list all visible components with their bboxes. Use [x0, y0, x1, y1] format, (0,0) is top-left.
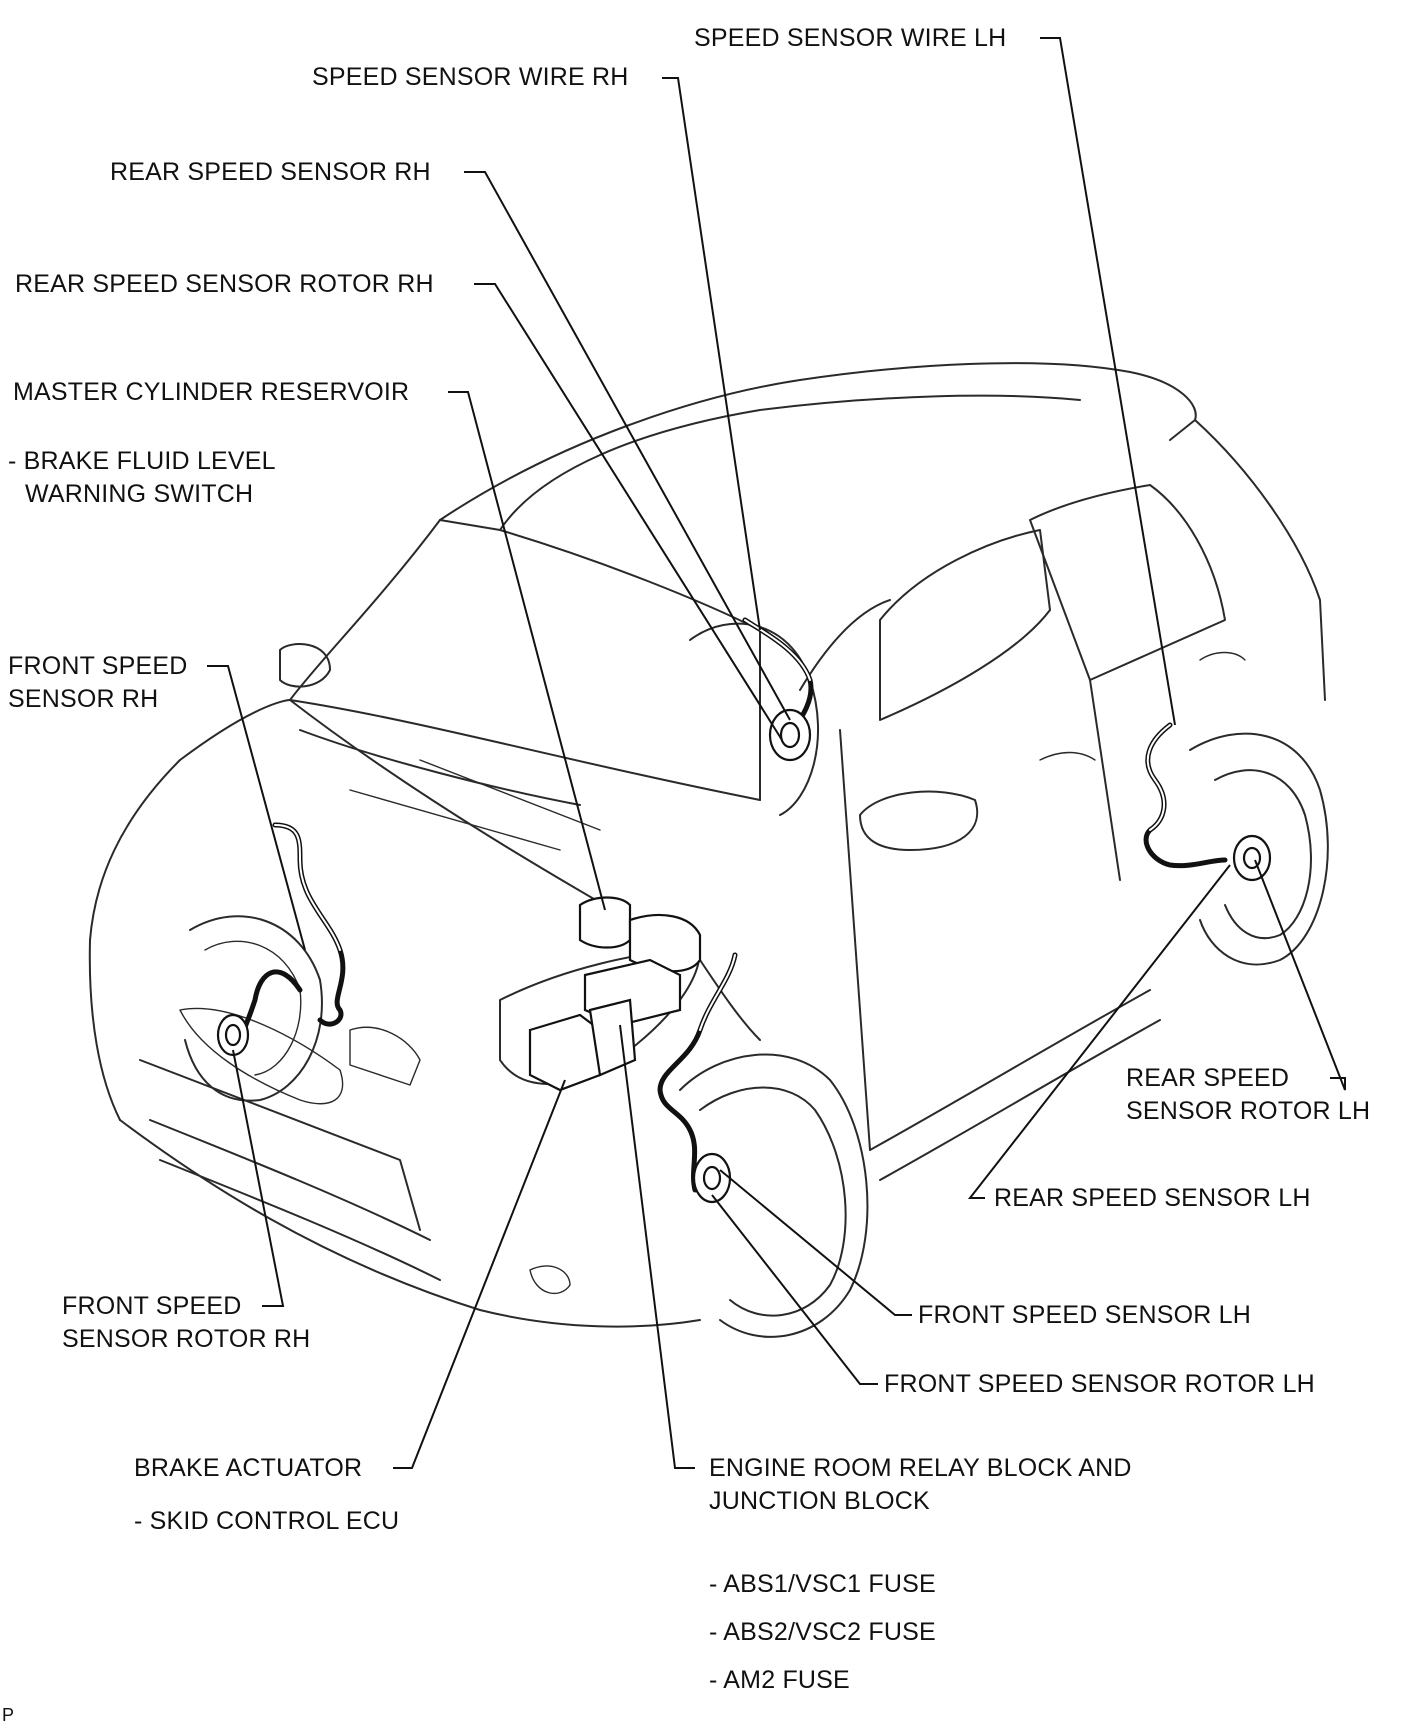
- components: [216, 708, 1272, 1204]
- label-rear-speed-sensor-rh: REAR SPEED SENSOR RH: [110, 158, 431, 186]
- label-front-speed-sensor-lh: FRONT SPEED SENSOR LH: [918, 1301, 1251, 1329]
- label-rear-speed-sensor-rotor-lh-line1: REAR SPEED: [1126, 1064, 1290, 1092]
- label-am2-fuse: - AM2 FUSE: [709, 1666, 850, 1694]
- label-front-speed-sensor-rotor-rh-line2: SENSOR ROTOR RH: [62, 1325, 311, 1353]
- corner-mark: P: [2, 1705, 15, 1725]
- label-brake-actuator: BRAKE ACTUATOR: [134, 1454, 363, 1482]
- label-brake-fluid-level-line1: - BRAKE FLUID LEVEL: [8, 447, 276, 475]
- label-rear-speed-sensor-lh: REAR SPEED SENSOR LH: [994, 1184, 1311, 1212]
- label-front-speed-sensor-rh-line1: FRONT SPEED: [8, 652, 188, 680]
- label-speed-sensor-wire-rh: SPEED SENSOR WIRE RH: [312, 63, 629, 91]
- car-body: [88, 362, 1329, 1338]
- label-rear-speed-sensor-rotor-lh-line2: SENSOR ROTOR LH: [1126, 1097, 1371, 1125]
- leader-lines: [207, 37, 1346, 1469]
- label-brake-fluid-level-line2: WARNING SWITCH: [25, 480, 254, 508]
- label-skid-control-ecu: - SKID CONTROL ECU: [134, 1507, 400, 1535]
- label-engine-room-relay-line1: ENGINE ROOM RELAY BLOCK AND: [709, 1454, 1132, 1482]
- label-master-cylinder-reservoir: MASTER CYLINDER RESERVOIR: [13, 378, 410, 406]
- label-front-speed-sensor-rotor-lh: FRONT SPEED SENSOR ROTOR LH: [884, 1370, 1315, 1398]
- label-front-speed-sensor-rotor-rh-line1: FRONT SPEED: [62, 1292, 242, 1320]
- label-speed-sensor-wire-lh: SPEED SENSOR WIRE LH: [694, 24, 1007, 52]
- label-abs1-vsc1-fuse: - ABS1/VSC1 FUSE: [709, 1570, 936, 1598]
- wire-harnesses: [232, 617, 1228, 1193]
- label-engine-room-relay-line2: JUNCTION BLOCK: [709, 1487, 930, 1515]
- label-rear-speed-sensor-rotor-rh: REAR SPEED SENSOR ROTOR RH: [15, 270, 434, 298]
- label-abs2-vsc2-fuse: - ABS2/VSC2 FUSE: [709, 1618, 936, 1646]
- label-front-speed-sensor-rh-line2: SENSOR RH: [8, 685, 159, 713]
